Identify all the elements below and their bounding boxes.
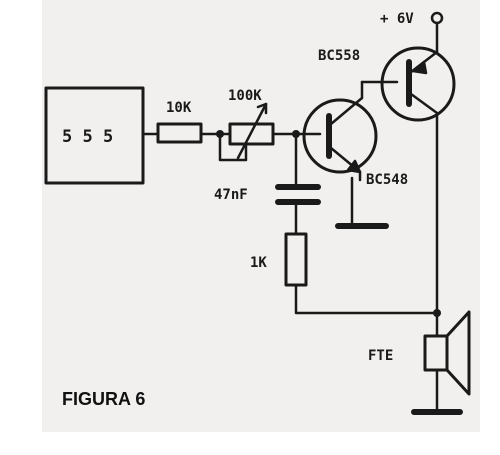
resistor-1k: [284, 232, 308, 287]
ic-555-block: [44, 86, 145, 185]
speaker-coil: [423, 334, 449, 372]
pot-wiper-arrowhead: [256, 102, 268, 115]
resistor-10k: [156, 122, 203, 144]
pot-wiper-arrow: [236, 102, 268, 160]
wire-pot-bypass: [218, 132, 248, 162]
q2-emitter-arrow: [411, 60, 428, 75]
speaker-label: FTE: [368, 348, 393, 364]
junction-output: [433, 309, 441, 317]
speaker-cone: [445, 310, 471, 396]
figure-caption: FIGURA 6: [62, 389, 145, 409]
q1-collector-lead: [329, 96, 364, 126]
transistor-q2-body: [380, 46, 456, 122]
pot-label: 100K: [228, 88, 262, 104]
q2-label: BC558: [318, 48, 360, 64]
wire-r2-to-output: [294, 283, 439, 315]
q1-emitter-arrow: [346, 159, 362, 174]
ic-label: 5 5 5: [62, 127, 113, 147]
supply-terminal: [430, 11, 444, 25]
junction-r1-pot: [216, 130, 224, 138]
cap-label: 47nF: [214, 187, 248, 203]
q1-label: BC548: [366, 172, 408, 188]
supply-label: + 6V: [380, 11, 414, 27]
junction-base-node: [292, 130, 300, 138]
r1-label: 10K: [166, 100, 192, 116]
transistor-q1-body: [302, 98, 378, 174]
r2-label: 1K: [250, 255, 267, 271]
q2-collector-lead: [409, 92, 439, 115]
